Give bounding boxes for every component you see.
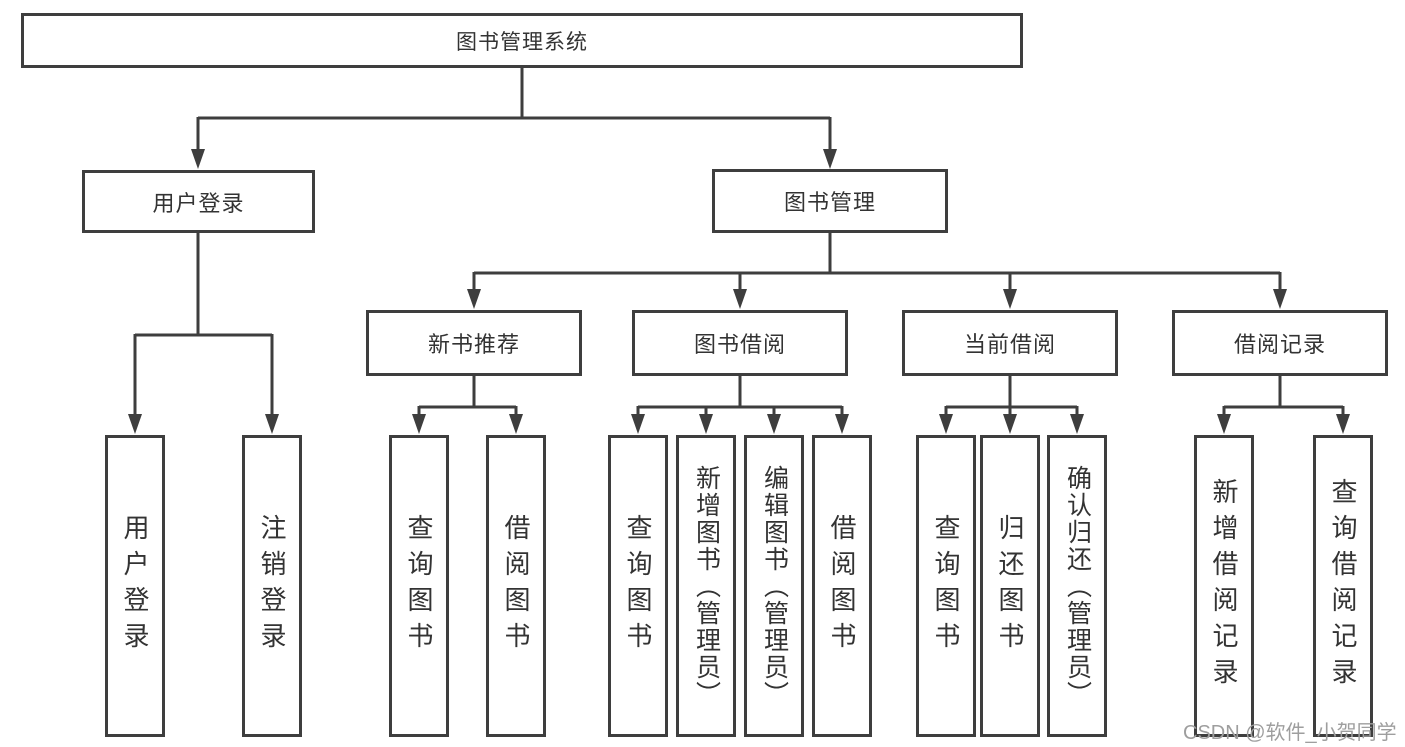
connector-book-management-to-level3 [467,231,1287,309]
node-label: 图书管理 [783,190,876,215]
leaf-query-books-current: 查询图书 [916,435,976,737]
leaf-query-books-recommend: 查询图书 [389,435,449,737]
leaf-label: 注销登录 [257,514,287,658]
leaf-label: 用户登录 [120,514,150,658]
node-current-borrow: 当前借阅 [902,310,1118,376]
connector-user-login-to-leaves [128,231,279,434]
leaf-borrow-books-recommend: 借阅图书 [486,435,546,737]
leaf-label: 新增借阅记录 [1209,478,1239,694]
leaf-label: 查询借阅记录 [1328,478,1358,694]
leaf-edit-book-admin: 编辑图书（管理员） [744,435,804,737]
connector-current-borrow-to-leaves [939,374,1084,434]
node-user-login: 用户登录 [82,170,315,233]
node-label: 用户登录 [152,190,245,216]
connector-root-to-level2 [191,66,837,169]
leaf-borrow-books: 借阅图书 [812,435,872,737]
leaf-label: 新增图书（管理员） [692,464,721,708]
node-label: 图书借阅 [693,332,786,357]
node-new-book-recommend: 新书推荐 [366,310,582,376]
leaf-label: 查询图书 [623,514,653,658]
csdn-watermark: CSDN @软件_小贺同学 [1183,722,1397,744]
node-label: 图书管理系统 [456,30,588,54]
leaf-user-login: 用户登录 [105,435,165,737]
leaf-add-book-admin: 新增图书（管理员） [676,435,736,737]
connector-new-book-recommend-to-leaves [412,374,523,434]
node-book-management: 图书管理 [712,169,948,233]
leaf-label: 编辑图书（管理员） [760,464,789,708]
node-library-management-system: 图书管理系统 [21,13,1023,68]
leaf-add-borrow-record: 新增借阅记录 [1194,435,1254,737]
leaf-label: 借阅图书 [501,514,531,658]
leaf-query-borrow-record: 查询借阅记录 [1313,435,1373,737]
leaf-confirm-return-admin: 确认归还（管理员） [1047,435,1107,737]
leaf-query-books-borrow: 查询图书 [608,435,668,737]
connector-book-borrow-to-leaves [631,374,849,434]
leaf-label: 确认归还（管理员） [1063,464,1092,708]
node-label: 当前借阅 [963,332,1056,357]
connector-borrow-records-to-leaves [1217,374,1350,434]
node-book-borrow: 图书借阅 [632,310,848,376]
leaf-label: 查询图书 [404,514,434,658]
node-borrow-records: 借阅记录 [1172,310,1388,376]
leaf-label: 借阅图书 [827,514,857,658]
leaf-label: 查询图书 [931,514,961,658]
leaf-logout: 注销登录 [242,435,302,737]
leaf-return-books: 归还图书 [980,435,1040,737]
node-label: 新书推荐 [427,332,520,357]
node-label: 借阅记录 [1233,332,1326,357]
leaf-label: 归还图书 [995,514,1025,658]
